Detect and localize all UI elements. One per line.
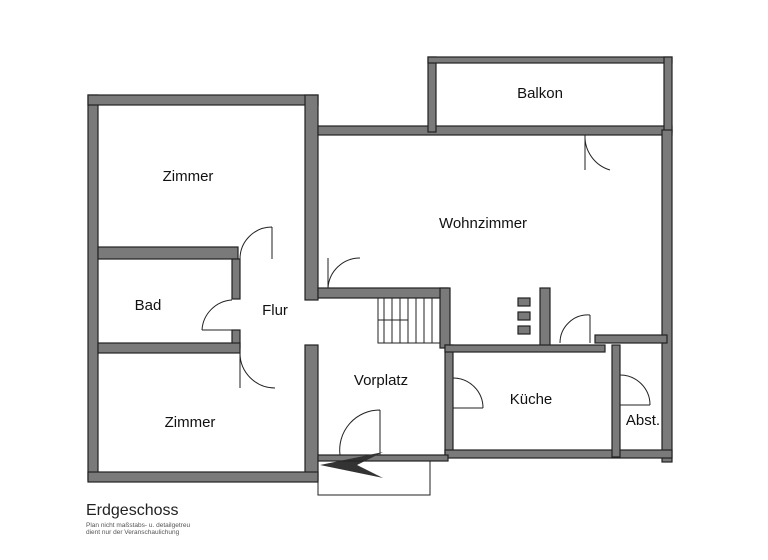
room-bad: Bad [135,297,162,314]
note-line: dient nur der Veranschaulichung [86,529,180,536]
doors [201,134,651,496]
note-line: Plan nicht maßstabs- u. detailgetreu [86,522,191,529]
walls [87,56,673,483]
room-wohnzimmer: Wohnzimmer [439,215,527,232]
room-labels: Balkon Zimmer Wohnzimmer Bad Flur Vorpla… [135,85,660,431]
room-zimmer-bottom: Zimmer [165,414,216,431]
plan-note: Plan nicht maßstabs- u. detailgetreu die… [86,522,190,536]
room-zimmer-top: Zimmer [163,168,214,185]
plan-title: Erdgeschoss [86,502,179,519]
room-kueche: Küche [510,391,553,408]
room-vorplatz: Vorplatz [354,372,408,389]
stairs [377,297,531,344]
room-abst: Abst. [626,412,660,429]
room-balkon: Balkon [517,85,563,102]
room-flur: Flur [262,302,288,319]
